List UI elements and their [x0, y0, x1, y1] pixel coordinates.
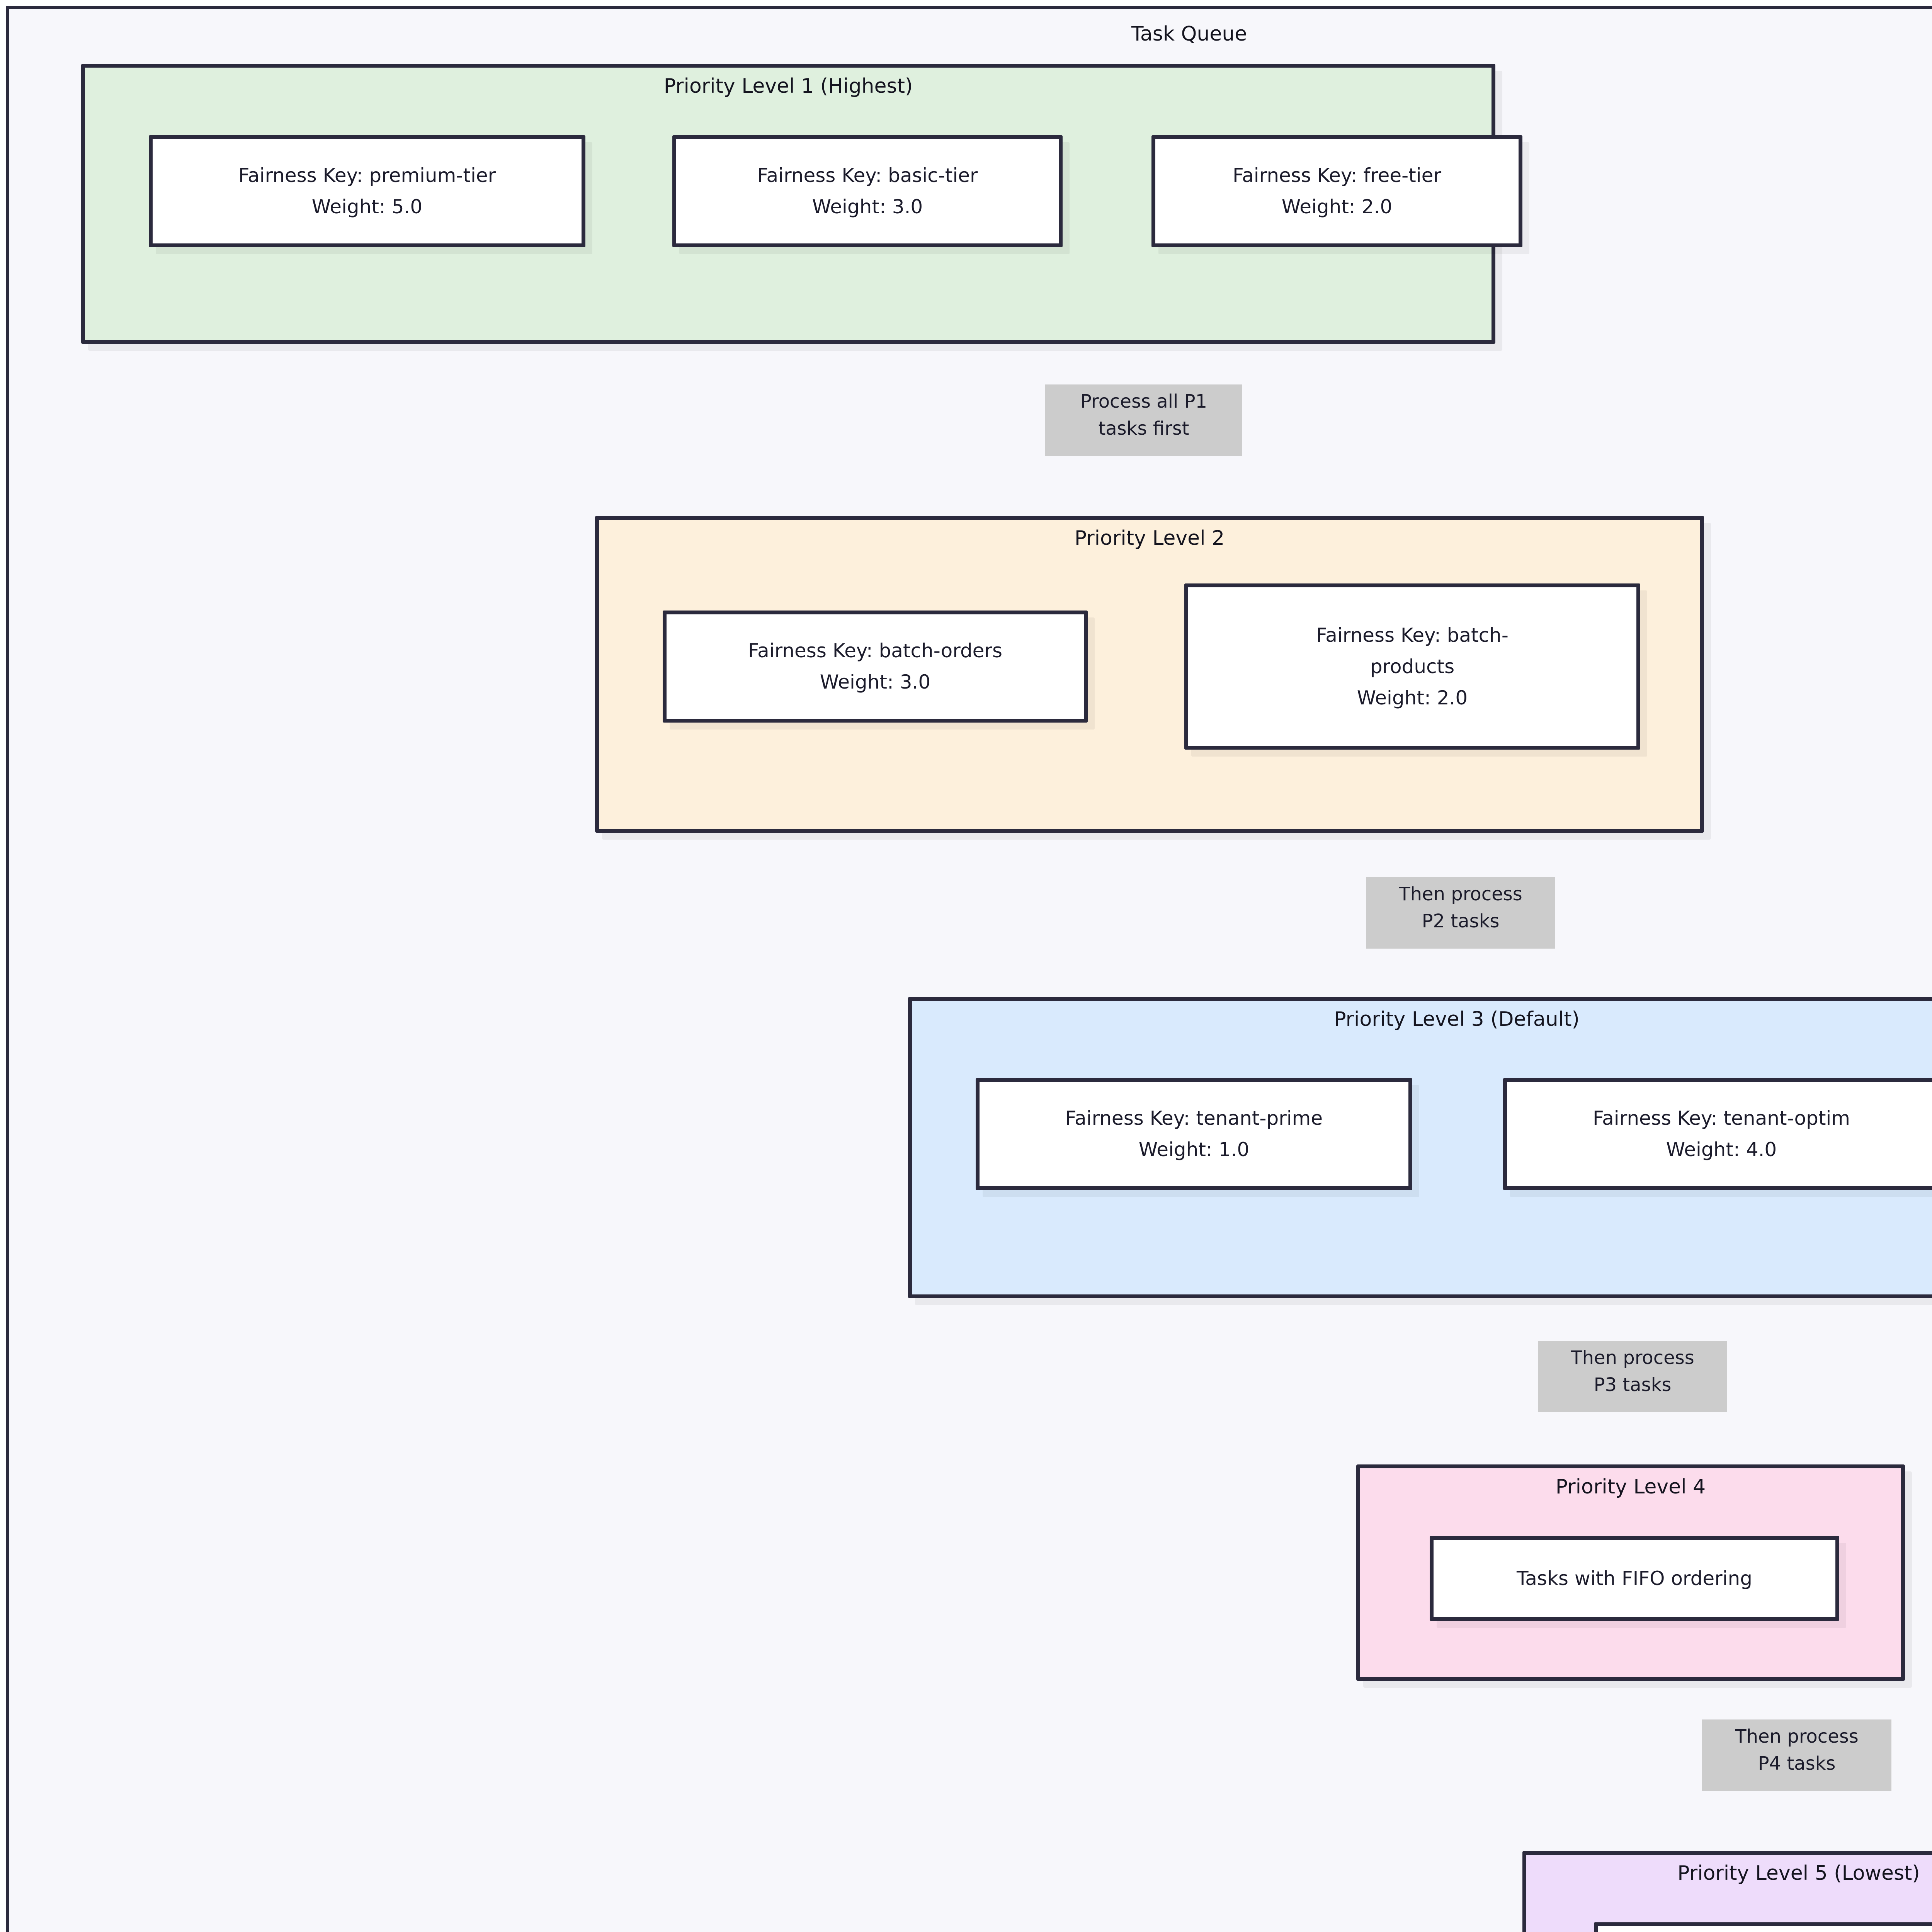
edge-label-line-2: P2 tasks — [1422, 910, 1500, 932]
node-line-2: Weight: 1.0 — [1138, 1138, 1250, 1161]
node-line-1: Fairness Key: basic-tier — [757, 164, 978, 187]
node-line-2: Weight: 2.0 — [1281, 196, 1393, 218]
node-fairness-batch-products[interactable]: Fairness Key: batch- products Weight: 2.… — [1184, 583, 1640, 750]
edge-label-p4-to-p5: Then process P4 tasks — [1702, 1719, 1891, 1791]
node-fairness-basic-tier[interactable]: Fairness Key: basic-tier Weight: 3.0 — [672, 135, 1063, 247]
edge-label-line-1: Then process — [1735, 1726, 1859, 1747]
edge-label-line-2: P4 tasks — [1758, 1752, 1836, 1774]
edge-label-line-2: tasks first — [1098, 417, 1189, 439]
node-p4-fifo[interactable]: Tasks with FIFO ordering — [1430, 1536, 1839, 1621]
cluster-priority-level-5 — [1522, 1851, 1932, 1932]
edge-label-p1-to-p2: Process all P1 tasks first — [1045, 384, 1242, 456]
edge-label-p3-to-p4: Then process P3 tasks — [1538, 1341, 1727, 1412]
node-line-3: Weight: 2.0 — [1357, 686, 1468, 709]
edge-label-line-1: Then process — [1399, 883, 1522, 905]
task-queue-title: Task Queue — [1131, 22, 1247, 46]
node-line-1: Fairness Key: batch- — [1316, 624, 1509, 646]
edge-label-line-2: P3 tasks — [1594, 1374, 1672, 1396]
node-line-1: Fairness Key: free-tier — [1232, 164, 1441, 187]
cluster-priority-level-2-title: Priority Level 2 — [1074, 527, 1225, 550]
node-fairness-tenant-optim[interactable]: Fairness Key: tenant-optim Weight: 4.0 — [1503, 1078, 1932, 1190]
node-line-1: Fairness Key: premium-tier — [238, 164, 496, 187]
node-fairness-batch-orders[interactable]: Fairness Key: batch-orders Weight: 3.0 — [663, 611, 1088, 723]
node-fairness-tenant-prime[interactable]: Fairness Key: tenant-prime Weight: 1.0 — [976, 1078, 1412, 1190]
cluster-priority-level-1-title: Priority Level 1 (Highest) — [663, 75, 913, 98]
cluster-priority-level-3-title: Priority Level 3 (Default) — [1334, 1008, 1580, 1031]
node-line-2: Weight: 4.0 — [1666, 1138, 1777, 1161]
edge-label-line-1: Then process — [1571, 1347, 1694, 1369]
node-p5-fifo[interactable]: Tasks with FIFO ordering — [1594, 1922, 1932, 1932]
node-line-1: Tasks with FIFO ordering — [1517, 1567, 1752, 1590]
node-fairness-premium-tier[interactable]: Fairness Key: premium-tier Weight: 5.0 — [149, 135, 585, 247]
node-line-2: Weight: 3.0 — [820, 671, 931, 693]
node-fairness-free-tier[interactable]: Fairness Key: free-tier Weight: 2.0 — [1151, 135, 1522, 247]
node-line-1: Fairness Key: batch-orders — [748, 639, 1003, 662]
node-line-2: products — [1370, 655, 1455, 678]
cluster-priority-level-5-title: Priority Level 5 (Lowest) — [1677, 1862, 1920, 1885]
node-line-2: Weight: 5.0 — [311, 196, 423, 218]
edge-label-p2-to-p3: Then process P2 tasks — [1366, 877, 1555, 949]
node-line-1: Fairness Key: tenant-optim — [1592, 1107, 1850, 1129]
node-line-1: Fairness Key: tenant-prime — [1065, 1107, 1323, 1129]
edge-label-line-1: Process all P1 — [1080, 391, 1208, 412]
cluster-priority-level-4-title: Priority Level 4 — [1555, 1475, 1706, 1498]
node-line-2: Weight: 3.0 — [812, 196, 923, 218]
